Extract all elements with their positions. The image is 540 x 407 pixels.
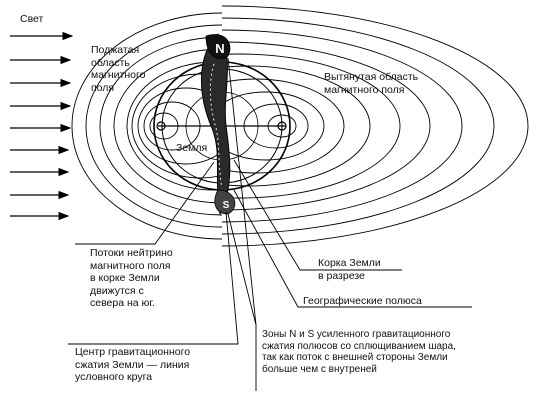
leader-zones: [227, 213, 257, 391]
neutrino-flow-label: Потоки нейтрино магнитного поля в корке …: [90, 247, 173, 309]
neutrino-flow-lens: [200, 33, 236, 216]
leader-center: [68, 211, 239, 345]
leader-zones-top: [227, 57, 257, 326]
left-field-center: [156, 121, 166, 131]
right-field-center: [277, 121, 287, 131]
compression-zones-label: Зоны N и S усиленного гравитационного сж…: [262, 329, 456, 375]
compressed-field-label: Поджатая область магнитного поля: [91, 44, 146, 94]
south-pole-marker: S: [223, 200, 230, 211]
leader-poles: [233, 189, 472, 308]
light-arrows: [10, 31, 74, 221]
leader-lines: [68, 57, 472, 391]
earth-label: Земля: [176, 142, 208, 154]
north-pole-marker: N: [215, 41, 224, 56]
leader-neutrino: [75, 161, 215, 245]
gravity-center-label: Центр гравитационного сжатия Земли — лин…: [75, 346, 191, 383]
geographic-poles-label: Географические полюса: [303, 295, 422, 307]
extended-field-label: Вытянутая область магнитного поля: [324, 71, 419, 96]
crust-section-label: Корка Земли в разрезе: [318, 257, 381, 282]
light-label: Свет: [20, 13, 44, 25]
leader-crust: [233, 159, 402, 271]
